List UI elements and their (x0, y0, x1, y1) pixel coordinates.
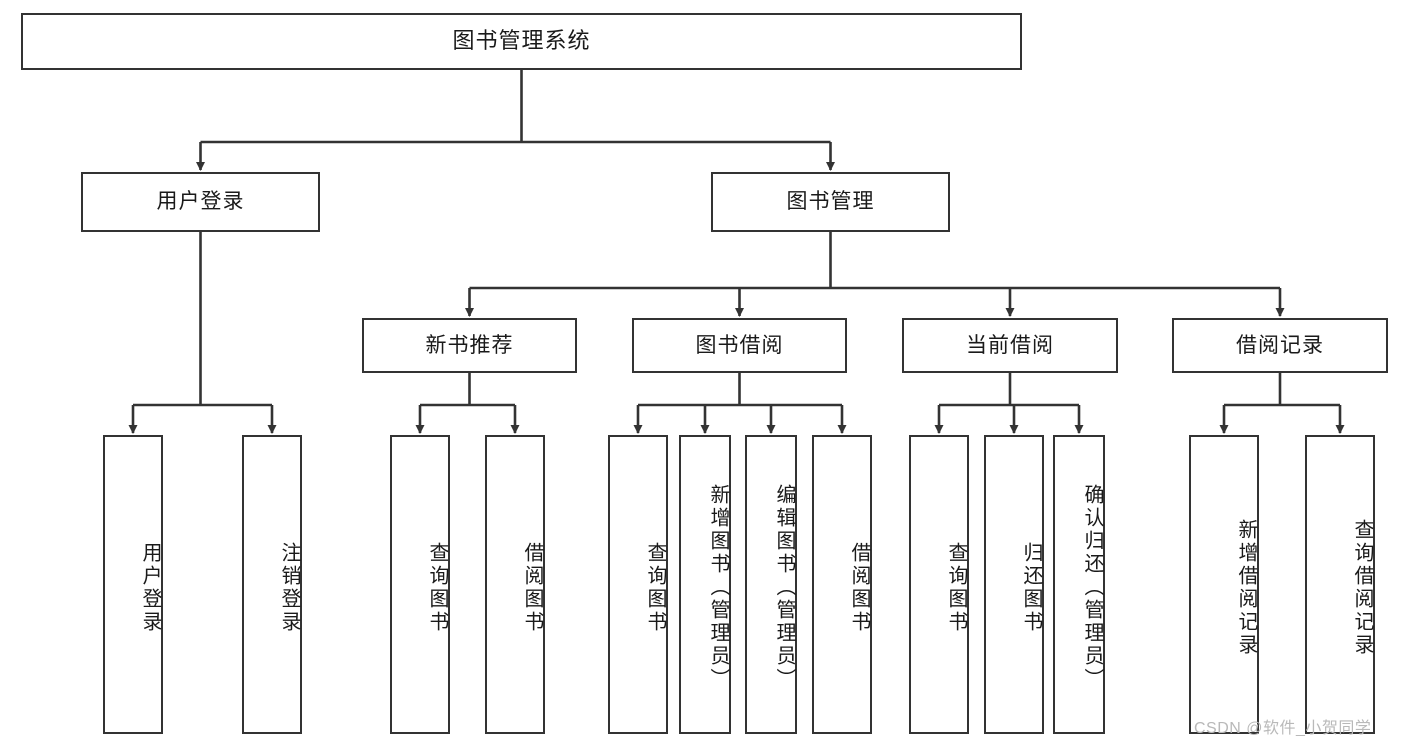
csdn-watermark: CSDN @软件_小贺同学 (1194, 720, 1372, 737)
node-leaf-logout[interactable]: 注销登录 (242, 435, 302, 734)
node-new-book-rec[interactable]: 新书推荐 (362, 318, 577, 373)
node-leaf-user-login[interactable]: 用户登录 (103, 435, 163, 734)
node-leaf-query-2[interactable]: 查询图书 (608, 435, 668, 734)
node-leaf-confirm[interactable]: 确认归还（管理员） (1053, 435, 1105, 734)
node-leaf-return[interactable]: 归还图书 (984, 435, 1044, 734)
node-borrow-record[interactable]: 借阅记录 (1172, 318, 1388, 373)
node-leaf-query-rec[interactable]: 查询借阅记录 (1305, 435, 1375, 734)
node-leaf-add-rec[interactable]: 新增借阅记录 (1189, 435, 1259, 734)
node-leaf-borrow-2[interactable]: 借阅图书 (812, 435, 872, 734)
node-leaf-query-1[interactable]: 查询图书 (390, 435, 450, 734)
node-book-manage[interactable]: 图书管理 (711, 172, 950, 232)
node-current-borrow[interactable]: 当前借阅 (902, 318, 1118, 373)
node-leaf-add-book[interactable]: 新增图书（管理员） (679, 435, 731, 734)
node-root[interactable]: 图书管理系统 (21, 13, 1022, 70)
node-book-borrow[interactable]: 图书借阅 (632, 318, 847, 373)
node-leaf-borrow-1[interactable]: 借阅图书 (485, 435, 545, 734)
node-leaf-query-3[interactable]: 查询图书 (909, 435, 969, 734)
node-user-login[interactable]: 用户登录 (81, 172, 320, 232)
node-leaf-edit-book[interactable]: 编辑图书（管理员） (745, 435, 797, 734)
